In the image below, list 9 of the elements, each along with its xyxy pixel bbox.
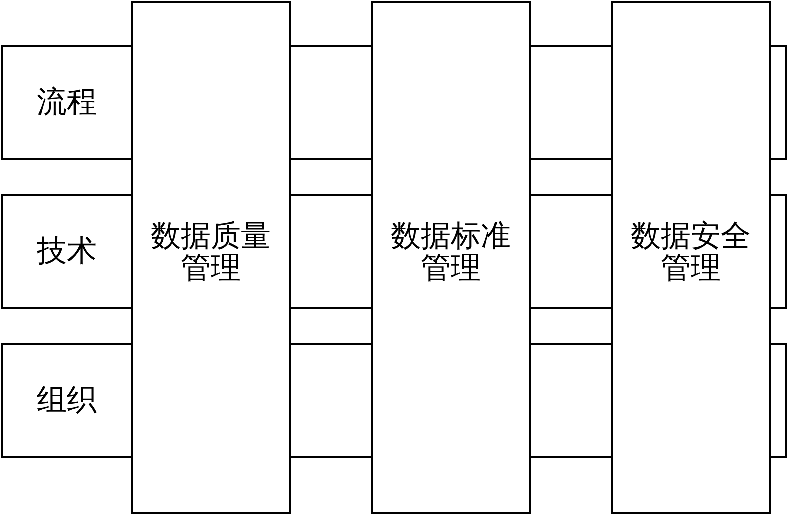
column-label: 数据安全管理 (630, 220, 752, 284)
row-label: 技术 (37, 236, 97, 268)
column-box (131, 1, 291, 514)
column-label: 数据质量管理 (150, 220, 272, 284)
row-label: 流程 (37, 86, 97, 118)
row-label: 组织 (37, 384, 97, 416)
column-box (611, 1, 771, 514)
column-box (371, 1, 531, 514)
column-label: 数据标准管理 (390, 220, 512, 284)
